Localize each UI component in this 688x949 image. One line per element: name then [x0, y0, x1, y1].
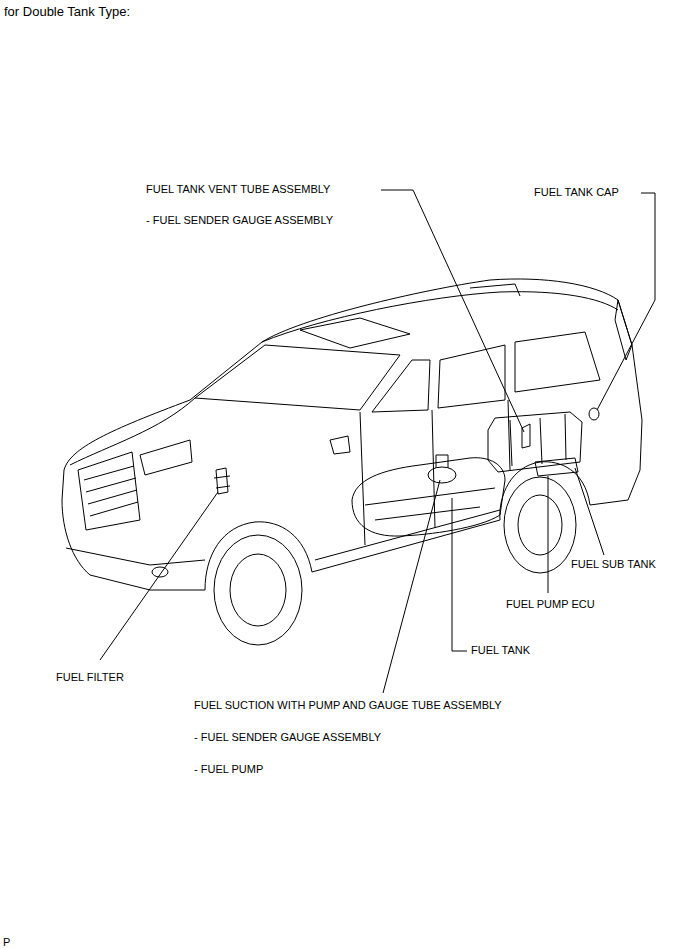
- fuel-pump-ecu: [535, 458, 578, 476]
- headlight: [140, 440, 192, 475]
- fuel-filter: [214, 468, 230, 494]
- roof-rail: [470, 284, 520, 296]
- part-label: - FUEL PUMP: [193, 763, 264, 776]
- tail-light: [615, 300, 632, 360]
- part-label: FUEL TANK VENT TUBE ASSEMBLY: [145, 183, 331, 196]
- bumper: [66, 548, 205, 565]
- front-window: [372, 360, 430, 412]
- part-label: FUEL SUB TANK: [570, 558, 657, 571]
- part-label: FUEL PUMP ECU: [505, 598, 596, 611]
- sunroof: [300, 318, 410, 348]
- front-wheel: [214, 535, 302, 645]
- fog-light: [152, 567, 168, 577]
- pump-assembly: [436, 455, 448, 468]
- leader-line: [100, 492, 218, 660]
- body-outline: [62, 279, 642, 590]
- part-label: FUEL TANK: [470, 644, 531, 657]
- front-rim: [230, 554, 286, 626]
- rear-window: [438, 345, 505, 408]
- tank-ribs: [365, 488, 495, 520]
- page-heading: for Double Tank Type:: [4, 4, 130, 19]
- sill-line: [315, 510, 500, 560]
- leader-line: [381, 190, 524, 432]
- pump-flange: [428, 467, 456, 483]
- leader-line: [597, 193, 655, 410]
- quarter-window: [515, 332, 600, 392]
- part-label: FUEL SUCTION WITH PUMP AND GAUGE TUBE AS…: [193, 699, 503, 712]
- leader-line: [575, 468, 604, 555]
- part-label: - FUEL SENDER GAUGE ASSEMBLY: [145, 214, 334, 227]
- rear-wheel: [504, 477, 576, 573]
- grille-bars: [84, 466, 138, 516]
- part-label: P: [2, 936, 11, 949]
- rear-rim: [518, 495, 562, 555]
- leader-line: [548, 476, 549, 593]
- leader-line: [452, 498, 467, 651]
- part-label: FUEL FILTER: [55, 671, 125, 684]
- windshield: [195, 345, 400, 410]
- part-label: FUEL TANK CAP: [533, 186, 620, 199]
- sub-tank-ribs: [510, 414, 566, 466]
- vent-tube: [522, 424, 530, 448]
- part-label: - FUEL SENDER GAUGE ASSEMBLY: [193, 731, 382, 744]
- leader-line: [383, 480, 440, 693]
- grille: [78, 452, 140, 530]
- mirror: [330, 436, 350, 454]
